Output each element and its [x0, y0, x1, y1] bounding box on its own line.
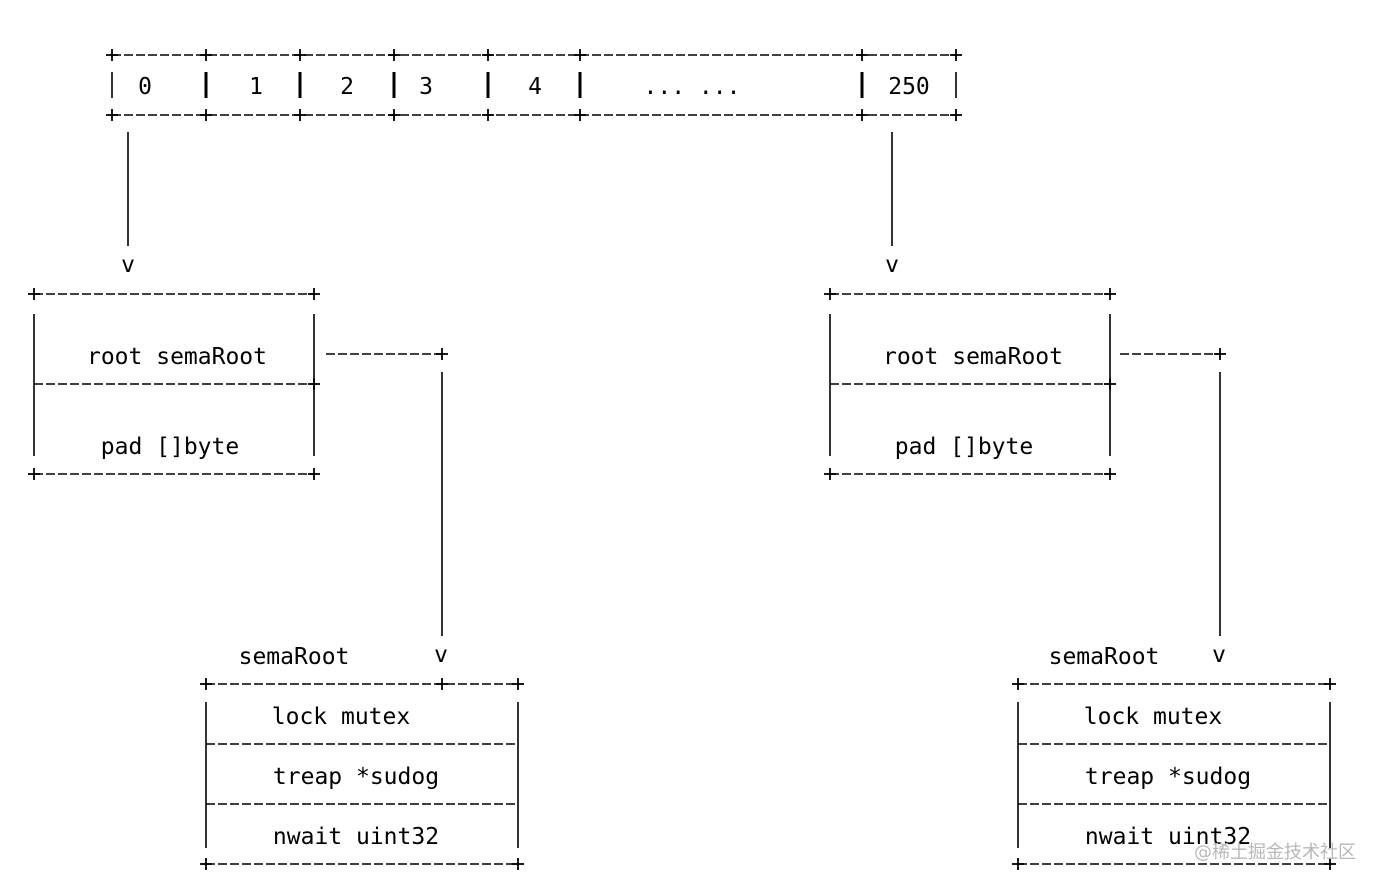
- nwait-field: nwait uint32: [273, 824, 439, 850]
- right-arrow-head: v: [885, 252, 899, 278]
- array-cell: 250: [888, 74, 930, 100]
- lock-field: lock mutex: [272, 704, 410, 730]
- pad-field: pad []byte: [895, 434, 1033, 460]
- array-cell: 4: [528, 74, 542, 100]
- left-semaroot-title: semaRoot: [239, 644, 350, 670]
- root-field: root semaRoot: [87, 344, 267, 370]
- lock-field: lock mutex: [1084, 704, 1222, 730]
- left-slot-box: root semaRoot pad []byte: [33, 293, 315, 475]
- right-semaroot-title: semaRoot: [1049, 644, 1160, 670]
- right-slot-box: root semaRoot pad []byte: [829, 293, 1111, 475]
- array-cell: 0: [138, 74, 152, 100]
- left-arrow-head: v: [121, 252, 135, 278]
- watermark: @稀土掘金技术社区: [1194, 842, 1356, 863]
- nwait-field: nwait uint32: [1085, 824, 1251, 850]
- array-cell: 1: [249, 74, 263, 100]
- left-semaroot-arrow-head: v: [434, 642, 448, 668]
- right-semaroot-box: lock mutex treap *sudog nwait uint32: [1017, 683, 1331, 865]
- right-semaroot-arrow-head: v: [1212, 642, 1226, 668]
- array-cell: ... ...: [644, 74, 741, 100]
- pad-field: pad []byte: [101, 434, 239, 460]
- treap-field: treap *sudog: [273, 764, 439, 790]
- root-field: root semaRoot: [883, 344, 1063, 370]
- corner-markers: [28, 49, 1336, 870]
- array-cell: 3: [419, 74, 433, 100]
- treap-field: treap *sudog: [1085, 764, 1251, 790]
- array-cell: 2: [340, 74, 354, 100]
- sema-table-array: 0 1 2 3 4 ... ... 250: [111, 54, 957, 116]
- left-semaroot-box: lock mutex treap *sudog nwait uint32: [205, 683, 519, 865]
